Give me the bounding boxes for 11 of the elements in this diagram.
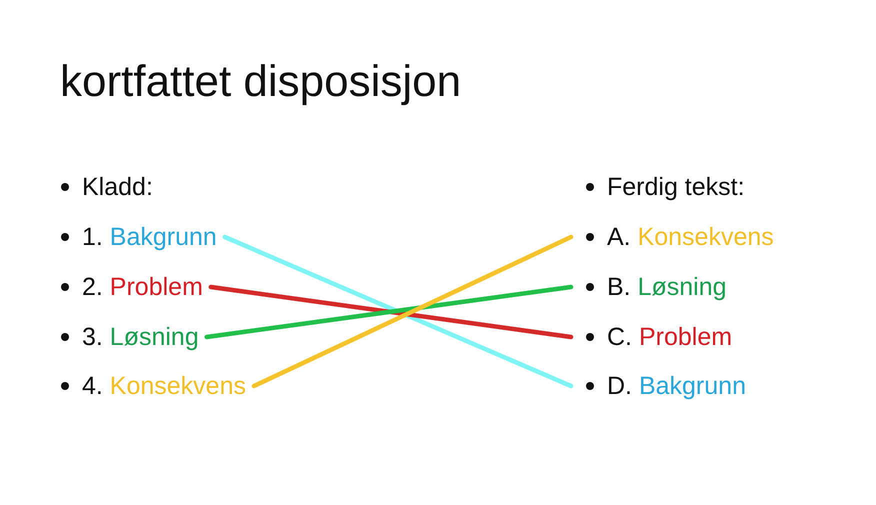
list-item-text: B. Løsning xyxy=(607,272,727,302)
list-heading: Kladd: xyxy=(82,172,153,202)
list-item-text: C. Problem xyxy=(607,322,732,352)
list-item-text: D. Bakgrunn xyxy=(607,371,746,401)
list-item-text: A. Konsekvens xyxy=(607,222,774,252)
list-item-text: 3. Løsning xyxy=(82,322,199,352)
list-heading: Ferdig tekst: xyxy=(607,172,745,202)
list-item-text: 1. Bakgrunn xyxy=(82,222,217,252)
list-item-text: 4. Konsekvens xyxy=(82,371,246,401)
list-item-text: 2. Problem xyxy=(82,272,203,302)
slide-title: kortfattet disposisjon xyxy=(60,56,462,108)
